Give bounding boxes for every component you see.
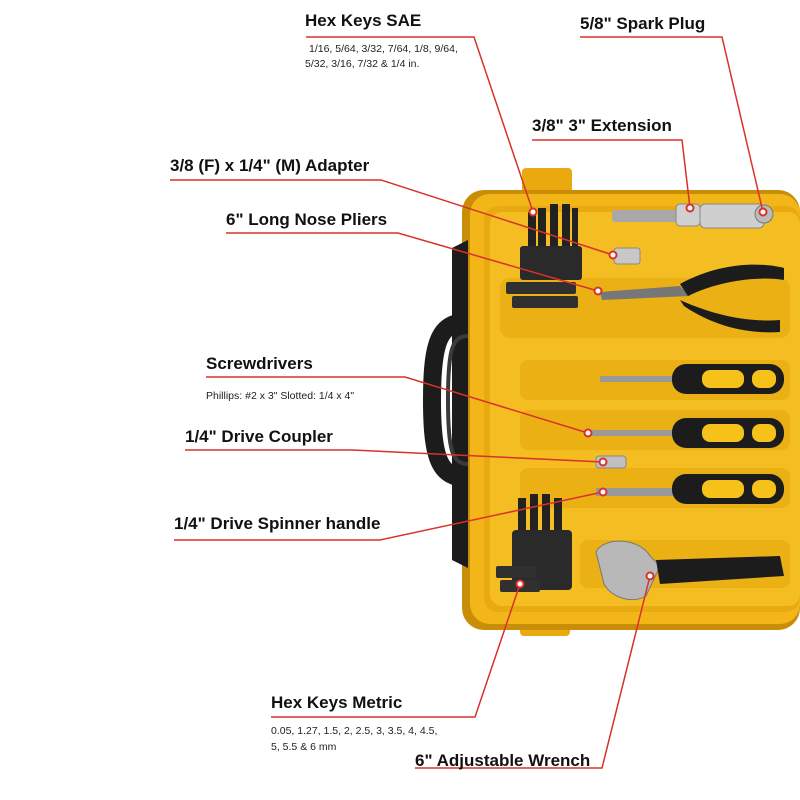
label-spinner-handle: 1/4" Drive Spinner handle (174, 514, 381, 533)
label-hex-keys-sae: Hex Keys SAE (305, 11, 422, 30)
label-adjustable-wrench: 6" Adjustable Wrench (415, 751, 591, 770)
detail-hex-keys-metric-1: 0.05, 1.27, 1.5, 2, 2.5, 3, 3.5, 4, 4.5, (271, 725, 438, 737)
long-nose-pliers (600, 264, 784, 333)
detail-screwdrivers: Phillips: #2 x 3" Slotted: 1/4 x 4" (206, 390, 355, 402)
spinner-handle (596, 474, 784, 504)
screwdriver-phillips (590, 418, 784, 448)
detail-hex-keys-metric-2: 5, 5.5 & 6 mm (271, 741, 337, 753)
callout-dots (515, 203, 768, 589)
label-screwdrivers: Screwdrivers (206, 354, 313, 373)
label-extension: 3/8" 3" Extension (532, 116, 672, 135)
label-adapter: 3/8 (F) x 1/4" (M) Adapter (170, 156, 370, 175)
hex-keys-metric (496, 494, 572, 592)
callout-lines (170, 36, 764, 769)
adjustable-wrench (595, 540, 784, 600)
label-spark-plug: 5/8" Spark Plug (580, 14, 706, 33)
hex-keys-sae (506, 204, 582, 308)
label-hex-keys-metric: Hex Keys Metric (271, 693, 403, 712)
screwdriver-slotted (600, 364, 784, 394)
label-drive-coupler: 1/4" Drive Coupler (185, 427, 333, 446)
label-long-nose-pliers: 6" Long Nose Pliers (226, 210, 388, 229)
detail-hex-keys-sae-2: 5/32, 3/16, 7/32 & 1/4 in. (305, 58, 420, 70)
case-handle (422, 240, 469, 568)
detail-hex-keys-sae-1: 1/16, 5/64, 3/32, 7/64, 1/8, 9/64, (309, 43, 458, 55)
